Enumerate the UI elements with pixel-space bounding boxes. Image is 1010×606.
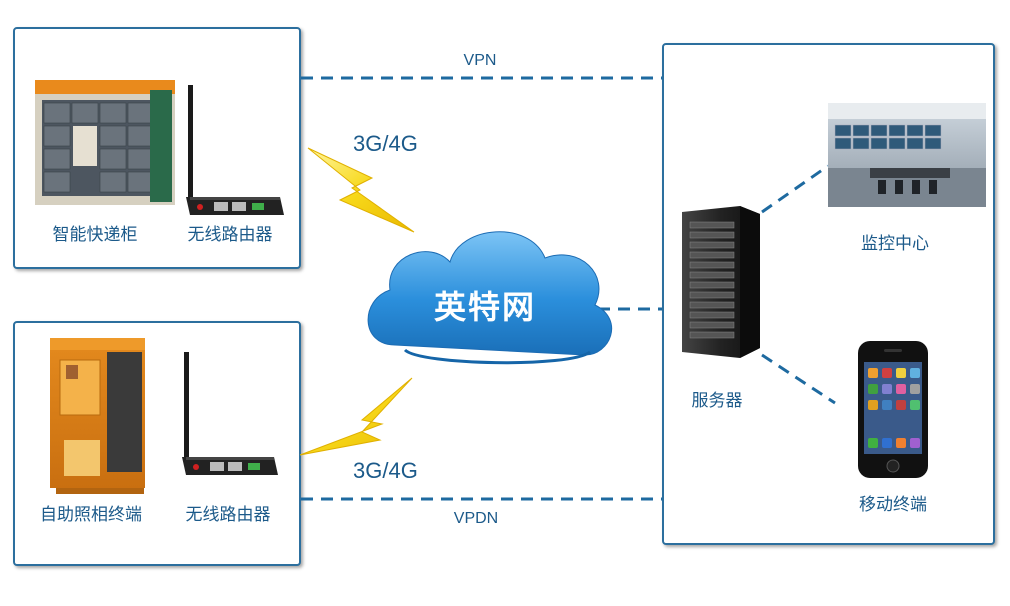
- internet-cloud-icon: [367, 231, 613, 365]
- photo-booth-label: 自助照相终端: [40, 505, 142, 525]
- vpn-link-label: VPN: [463, 52, 497, 69]
- wireless-router-icon: [186, 85, 284, 215]
- photo-booth-image: [50, 338, 145, 494]
- mobile-terminal-label: 移动终端: [859, 495, 927, 515]
- top-wireless-label: 3G/4G: [353, 131, 418, 156]
- server-monitor-link-line: [761, 164, 829, 214]
- bottom-lightning-icon: [299, 377, 413, 456]
- monitoring-center-label: 监控中心: [861, 234, 929, 254]
- server-icon: [682, 206, 760, 358]
- mobile-phone-icon: [858, 341, 928, 478]
- server-label: 服务器: [691, 391, 743, 411]
- router-label-bottom: 无线路由器: [185, 505, 271, 525]
- internet-cloud-label: 英特网: [433, 288, 536, 326]
- monitoring-center-image: [828, 103, 986, 207]
- bottom-wireless-label: 3G/4G: [353, 458, 418, 483]
- express-locker-label: 智能快递柜: [52, 225, 138, 245]
- express-locker-image: [35, 80, 175, 205]
- wireless-router-icon: [182, 352, 278, 475]
- top-lightning-icon: [307, 147, 415, 233]
- router-label-top: 无线路由器: [187, 225, 273, 245]
- vpdn-link-label: VPDN: [453, 510, 499, 527]
- server-mobile-link-line: [761, 353, 836, 405]
